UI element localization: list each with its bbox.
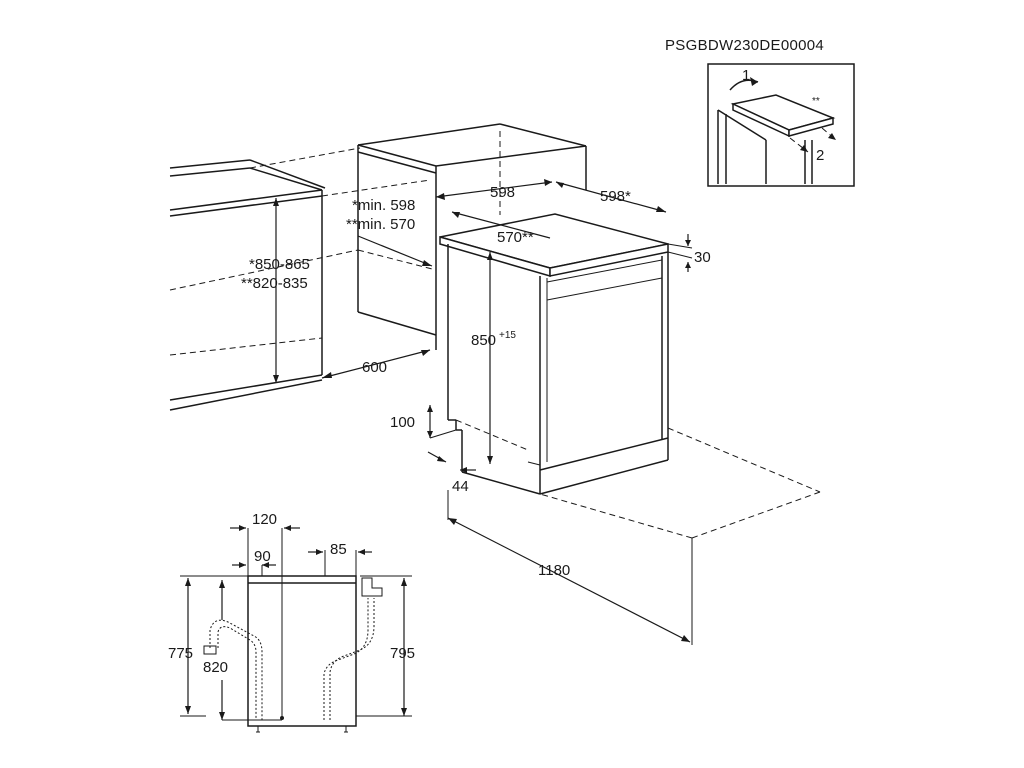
left-cabinet bbox=[169, 147, 431, 411]
hose-offset-left-outer: 120 bbox=[252, 511, 277, 528]
dim-width-top: 598 bbox=[490, 184, 515, 201]
dim-door-open-depth: 1180 bbox=[538, 562, 570, 579]
inset-step-2: 2 bbox=[816, 147, 824, 164]
dim-height-main-sup: +15 bbox=[499, 330, 516, 341]
dim-top-thickness: 30 bbox=[694, 249, 711, 266]
dim-niche-min-2: **min. 570 bbox=[346, 216, 415, 233]
hose-view-body bbox=[247, 575, 357, 727]
hose-offset-left-inner: 90 bbox=[254, 548, 271, 565]
dim-height-main: 850 bbox=[471, 332, 496, 349]
dim-height-range-1: *850-865 bbox=[249, 256, 310, 273]
dim-door-open-line bbox=[447, 517, 691, 643]
dim-plinth-depth: 44 bbox=[452, 478, 469, 495]
hose-height-left-inner: 820 bbox=[203, 659, 228, 676]
document-code: PSGBDW230DE00004 bbox=[665, 37, 824, 54]
door-open-area bbox=[447, 427, 821, 645]
dim-plinth-height: 100 bbox=[390, 414, 415, 431]
dim-niche-depth: 600 bbox=[362, 359, 387, 376]
inset-frame bbox=[707, 63, 855, 187]
dimensions-main: 598 598* 570** 30 *min. 598 **min. 570 *… bbox=[241, 179, 711, 643]
dim-width-line bbox=[435, 181, 553, 198]
worktop-removal-inset: 1 2 ** bbox=[707, 63, 855, 187]
dim-depth-top: 570** bbox=[497, 229, 534, 246]
dim-height-range-2: **820-835 bbox=[241, 275, 308, 292]
hose-height-right: 795 bbox=[390, 645, 415, 662]
inset-step-1: 1 bbox=[742, 67, 750, 84]
dim-side-line bbox=[555, 181, 667, 213]
dim-niche-min-1: *min. 598 bbox=[352, 197, 415, 214]
inset-note: ** bbox=[812, 96, 820, 107]
hose-offset-right: 85 bbox=[330, 541, 347, 558]
hose-height-left-outer: 775 bbox=[168, 645, 193, 662]
dishwasher-body bbox=[439, 213, 669, 495]
arrow-2a bbox=[789, 137, 809, 153]
hose-view: 120 90 85 775 820 795 bbox=[168, 511, 415, 733]
worktop-top bbox=[439, 213, 669, 269]
dim-width-side: 598* bbox=[600, 188, 631, 205]
dim-depth-line bbox=[451, 211, 551, 239]
